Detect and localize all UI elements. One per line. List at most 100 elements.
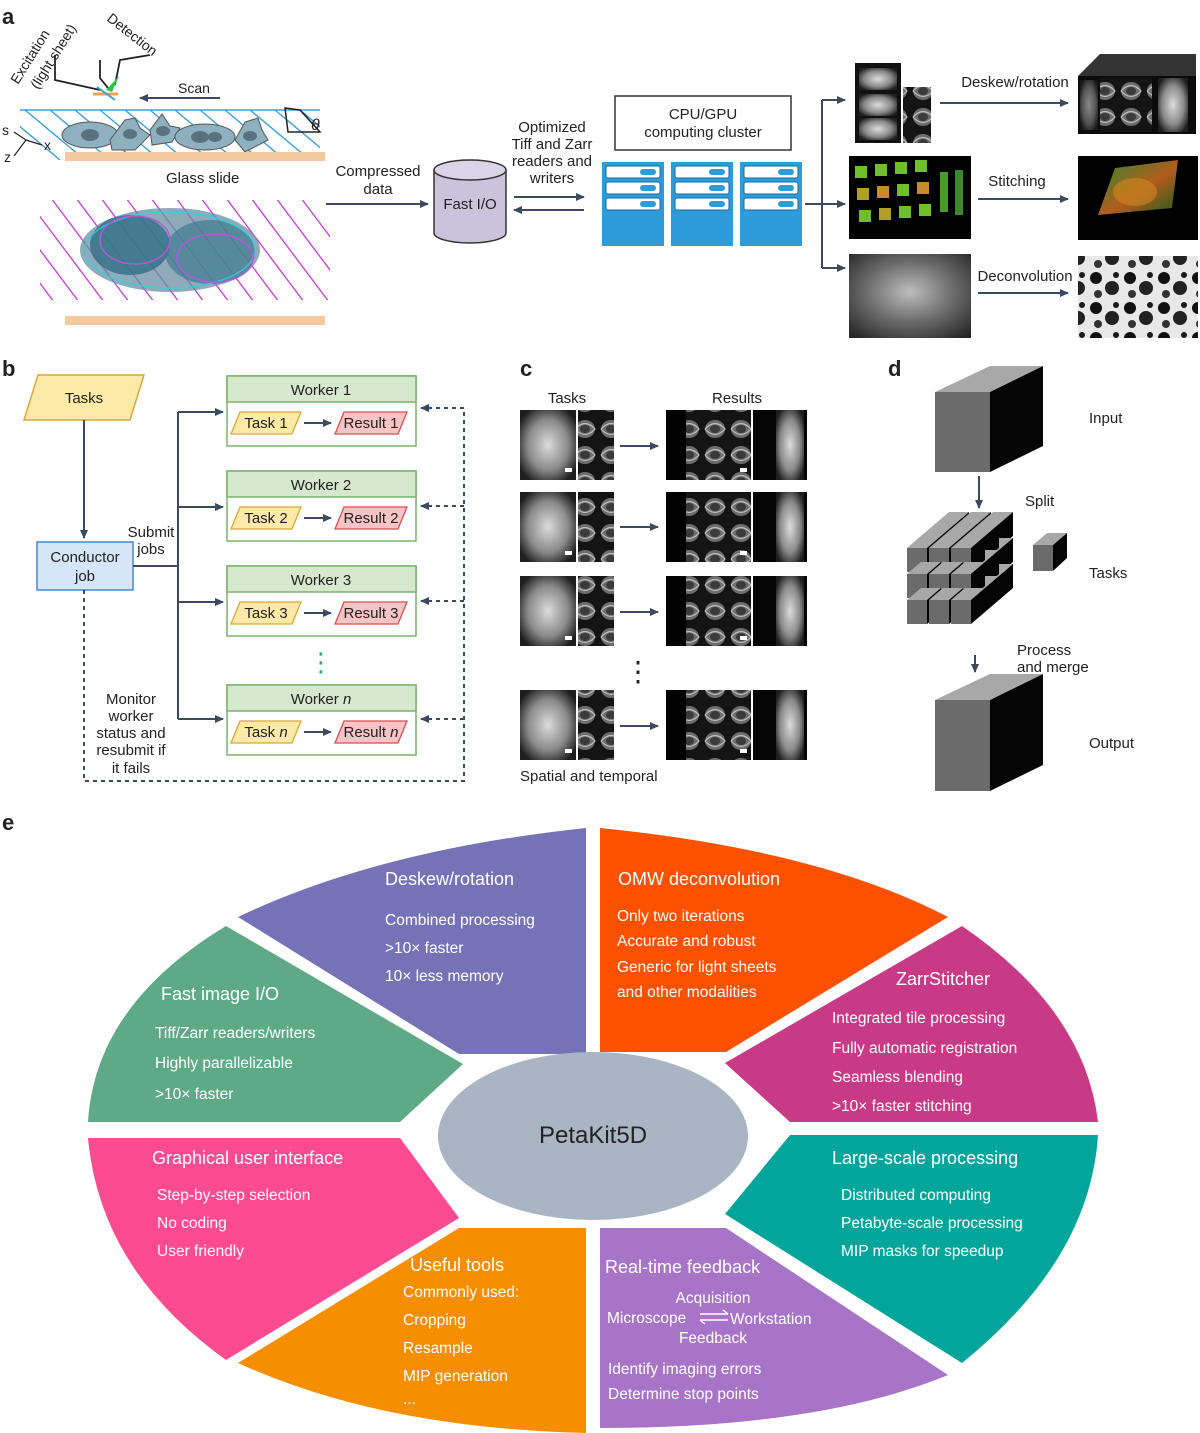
split-cube-face (965, 524, 999, 536)
tools-item-4: MIP generation (403, 1368, 508, 1385)
gui-item-2: No coding (157, 1215, 227, 1232)
conductor-label-2: job (74, 568, 95, 585)
omw-item-3: Generic for light sheets (617, 959, 777, 976)
cluster-label-2: computing cluster (644, 124, 762, 141)
split-cube-face (951, 536, 985, 548)
split-cube-face (929, 536, 963, 548)
worker-n-result: Result n (343, 724, 398, 741)
panel-label-c: c (520, 356, 532, 381)
c-footer: Spatial and temporal (520, 768, 658, 785)
single-task-cube (1033, 533, 1067, 571)
realtime-item-1: Identify imaging errors (608, 1361, 762, 1378)
scan-label: Scan (178, 80, 210, 96)
monitor-line-3: status and (96, 725, 165, 742)
split-cube-face (929, 588, 963, 600)
tools-item-2: Cropping (403, 1312, 466, 1329)
worker-n-task: Task n (244, 724, 287, 741)
monitor-line-1: Monitor (106, 691, 156, 708)
deskew-output-image (1078, 54, 1196, 134)
realtime-microscope: Microscope (607, 1310, 686, 1327)
cluster-box (614, 95, 792, 151)
gui-item-3: User friendly (157, 1243, 244, 1260)
optimized-line-1: Optimized (518, 119, 586, 136)
axis-s-label: s (2, 122, 9, 138)
stitching-label: Stitching (988, 173, 1046, 190)
worker-ellipsis: ⋮ (308, 647, 334, 677)
submit-label-2: jobs (136, 541, 165, 558)
split-cube-face (999, 564, 1013, 600)
worker-n-box (226, 684, 417, 756)
segment-realtime (600, 1228, 948, 1428)
tools-item-1: Commonly used: (403, 1284, 519, 1301)
submit-label: Submit (128, 524, 176, 541)
compressed-label: Compressed (335, 163, 420, 180)
worker-2-box (226, 470, 417, 542)
input-cube (935, 366, 1043, 472)
segment-omw (600, 828, 948, 1052)
input-label: Input (1089, 410, 1123, 427)
deconvolution-input-image (849, 254, 971, 338)
gui-item-1: Step-by-step selection (157, 1187, 310, 1204)
omw-item-4: and other modalities (617, 984, 757, 1001)
monitor-line-5: it fails (112, 760, 150, 777)
optimized-line-2: Tiff and Zarr (512, 136, 593, 153)
deskew-label: Deskew/rotation (961, 74, 1069, 91)
c-results-label: Results (712, 390, 762, 407)
zarr-item-3: Seamless blending (832, 1069, 963, 1086)
deskew-title: Deskew/rotation (385, 869, 514, 889)
center-label: PetaKit5D (539, 1122, 647, 1149)
segment-fastio (88, 926, 463, 1122)
split-cube-face (929, 562, 963, 574)
process-label: Process (1017, 642, 1071, 659)
split-cube-face (951, 562, 985, 574)
output-label: Output (1089, 735, 1135, 752)
fastio-title: Fast image I/O (161, 984, 279, 1004)
c-tasks-label: Tasks (548, 390, 586, 407)
worker-3-task: Task 3 (244, 605, 287, 622)
split-cube-face (957, 512, 991, 524)
worker-2-task: Task 2 (244, 510, 287, 527)
zarr-item-2: Fully automatic registration (832, 1040, 1017, 1057)
detection-label: Detection (104, 10, 160, 59)
glass-slide-label: Glass slide (166, 170, 239, 187)
compressed-label-2: data (363, 181, 393, 198)
omw-item-2: Accurate and robust (617, 933, 756, 950)
worker-1-box (226, 375, 417, 447)
fastio-item-1: Tiff/Zarr readers/writers (155, 1025, 315, 1042)
segment-deskew (238, 828, 586, 1054)
monitor-line-2: worker (107, 708, 153, 725)
large-item-1: Distributed computing (841, 1187, 991, 1204)
deconvolution-label: Deconvolution (977, 268, 1072, 285)
segment-tools (238, 1228, 586, 1433)
split-cube-face (929, 600, 949, 624)
axis-x-label: x (44, 137, 51, 153)
split-cube-face (907, 536, 941, 548)
tools-title: Useful tools (410, 1255, 504, 1275)
split-cube-face (979, 512, 1013, 524)
exchange-arrows-icon (699, 1309, 729, 1325)
segment-gui (88, 1138, 459, 1360)
worker-3-result: Result 3 (343, 605, 398, 622)
optimized-line-4: writers (529, 170, 574, 187)
split-cube-face (907, 562, 941, 574)
split-label: Split (1025, 493, 1055, 510)
large-title: Large-scale processing (832, 1148, 1018, 1168)
deskew-input-image (855, 63, 931, 143)
monitor-line-4: resubmit if (96, 742, 166, 759)
stitching-input-image (849, 156, 971, 239)
server-racks (602, 162, 802, 246)
volume-illustration (40, 200, 330, 325)
realtime-acquisition: Acquisition (676, 1290, 751, 1307)
stitching-output-image (1078, 156, 1198, 240)
realtime-title: Real-time feedback (605, 1257, 761, 1277)
worker-2-result: Result 2 (343, 510, 398, 527)
worker-3-box (226, 565, 417, 637)
center-ellipse (438, 1052, 748, 1220)
tasks-input-shape (22, 374, 146, 421)
split-cube-face (971, 588, 985, 624)
light-sheet-scan-illustration (13, 54, 325, 161)
c-ellipsis: ⋮ (624, 656, 652, 687)
deconvolution-output-image (1078, 256, 1198, 338)
worker-1-result: Result 1 (343, 415, 398, 432)
zarr-item-1: Integrated tile processing (832, 1010, 1005, 1027)
